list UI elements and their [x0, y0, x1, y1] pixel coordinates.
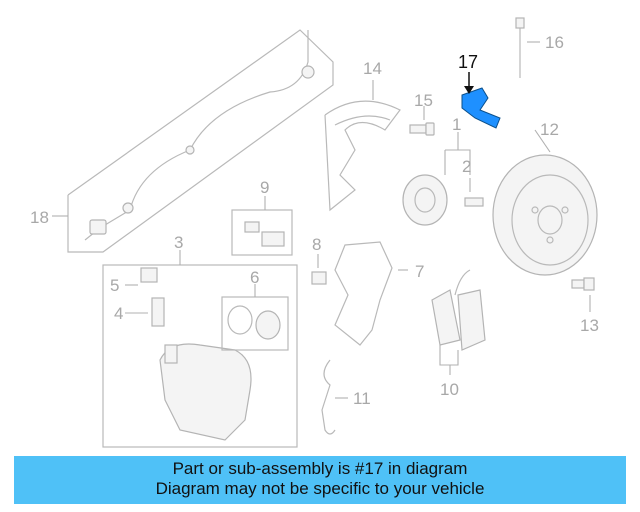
callout-4: 4: [114, 304, 123, 323]
callout-9: 9: [260, 178, 269, 197]
callout-11: 11: [353, 389, 371, 408]
callout-15: 15: [414, 91, 433, 110]
caliper-carrier: 7: [334, 241, 424, 346]
bolt-13: 13: [571, 277, 599, 335]
banner-line-1: Part or sub-assembly is #17 in diagram: [172, 459, 468, 478]
callout-14: 14: [363, 59, 382, 78]
splash-shield: 14: [324, 59, 401, 212]
spring-clip: 11: [321, 359, 371, 435]
bolt-16: 16: [515, 17, 564, 78]
callout-8: 8: [312, 235, 321, 254]
info-banner: Part or sub-assembly is #17 in diagram D…: [14, 456, 626, 504]
bolt-2: 2: [462, 157, 484, 207]
callout-3: 3: [174, 233, 183, 252]
wear-sensor-wire-panel: 18: [30, 29, 334, 253]
callout-13: 13: [580, 316, 599, 335]
callout-16: 16: [545, 33, 564, 52]
callout-6: 6: [250, 268, 259, 287]
bolt-15: 15: [409, 91, 435, 136]
callout-2: 2: [462, 157, 471, 176]
callout-5: 5: [110, 276, 119, 295]
wheel-hub: 1: [402, 115, 471, 226]
caliper-assembly: 3 5 4 6: [102, 233, 298, 448]
callout-17: 17: [458, 52, 478, 72]
callout-12: 12: [540, 120, 559, 139]
callout-7: 7: [415, 262, 424, 281]
brake-pads: 10: [431, 269, 486, 399]
guide-pin-kit: 9: [231, 178, 293, 256]
bolt-8: 8: [311, 235, 327, 285]
banner-line-2: Diagram may not be specific to your vehi…: [155, 479, 485, 498]
callout-18: 18: [30, 208, 49, 227]
brake-rotor: 12: [492, 120, 598, 276]
part-17-highlighted: 17: [458, 52, 501, 129]
callout-10: 10: [440, 380, 459, 399]
callout-1: 1: [452, 115, 461, 134]
parts-diagram: 18 14 15 1 2 12: [30, 17, 599, 448]
